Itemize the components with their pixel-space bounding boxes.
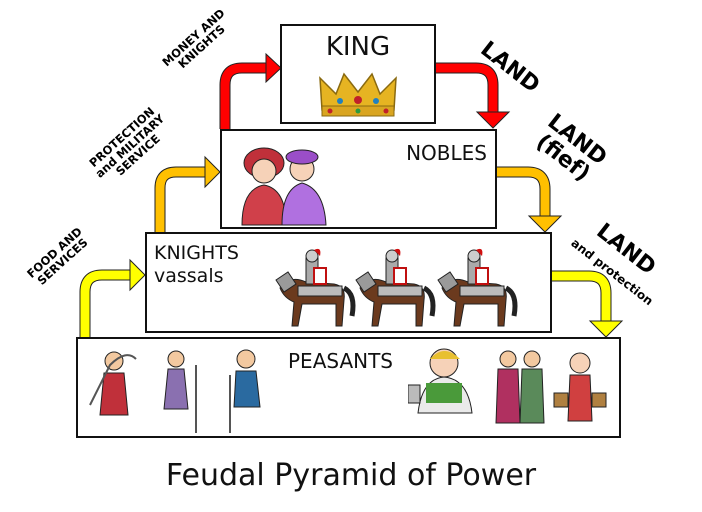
knights-sublabel: vassals	[154, 264, 224, 287]
peasants-men-illustration	[89, 349, 261, 433]
arrow-nobles-to-knights	[496, 166, 563, 233]
crown-icon	[319, 72, 397, 117]
nobles-box: NOBLES	[220, 129, 497, 229]
nobles-label: NOBLES	[406, 141, 487, 165]
arrow-king-to-nobles	[435, 62, 511, 129]
knight-on-horse	[438, 249, 515, 326]
peasants-box: PEASANTS	[76, 337, 621, 438]
peasants-label: PEASANTS	[288, 349, 393, 373]
arrow-knights-to-peasants	[551, 270, 624, 338]
arrow-nobles-to-king	[219, 52, 282, 129]
arrow-peasants-to-knights	[79, 258, 146, 337]
knight-on-horse	[276, 249, 353, 326]
king-box: KING	[280, 24, 436, 124]
knights-label: KNIGHTS	[154, 242, 239, 264]
knights-box: KNIGHTS vassals	[145, 232, 552, 333]
knight-on-horse	[356, 249, 433, 326]
peasants-women-illustration	[408, 348, 607, 424]
nobles-illustration	[241, 147, 327, 226]
diagram-title: Feudal Pyramid of Power	[165, 458, 537, 493]
knights-illustration	[272, 244, 542, 329]
arrow-knights-to-nobles	[154, 155, 221, 232]
king-label: KING	[325, 32, 391, 62]
